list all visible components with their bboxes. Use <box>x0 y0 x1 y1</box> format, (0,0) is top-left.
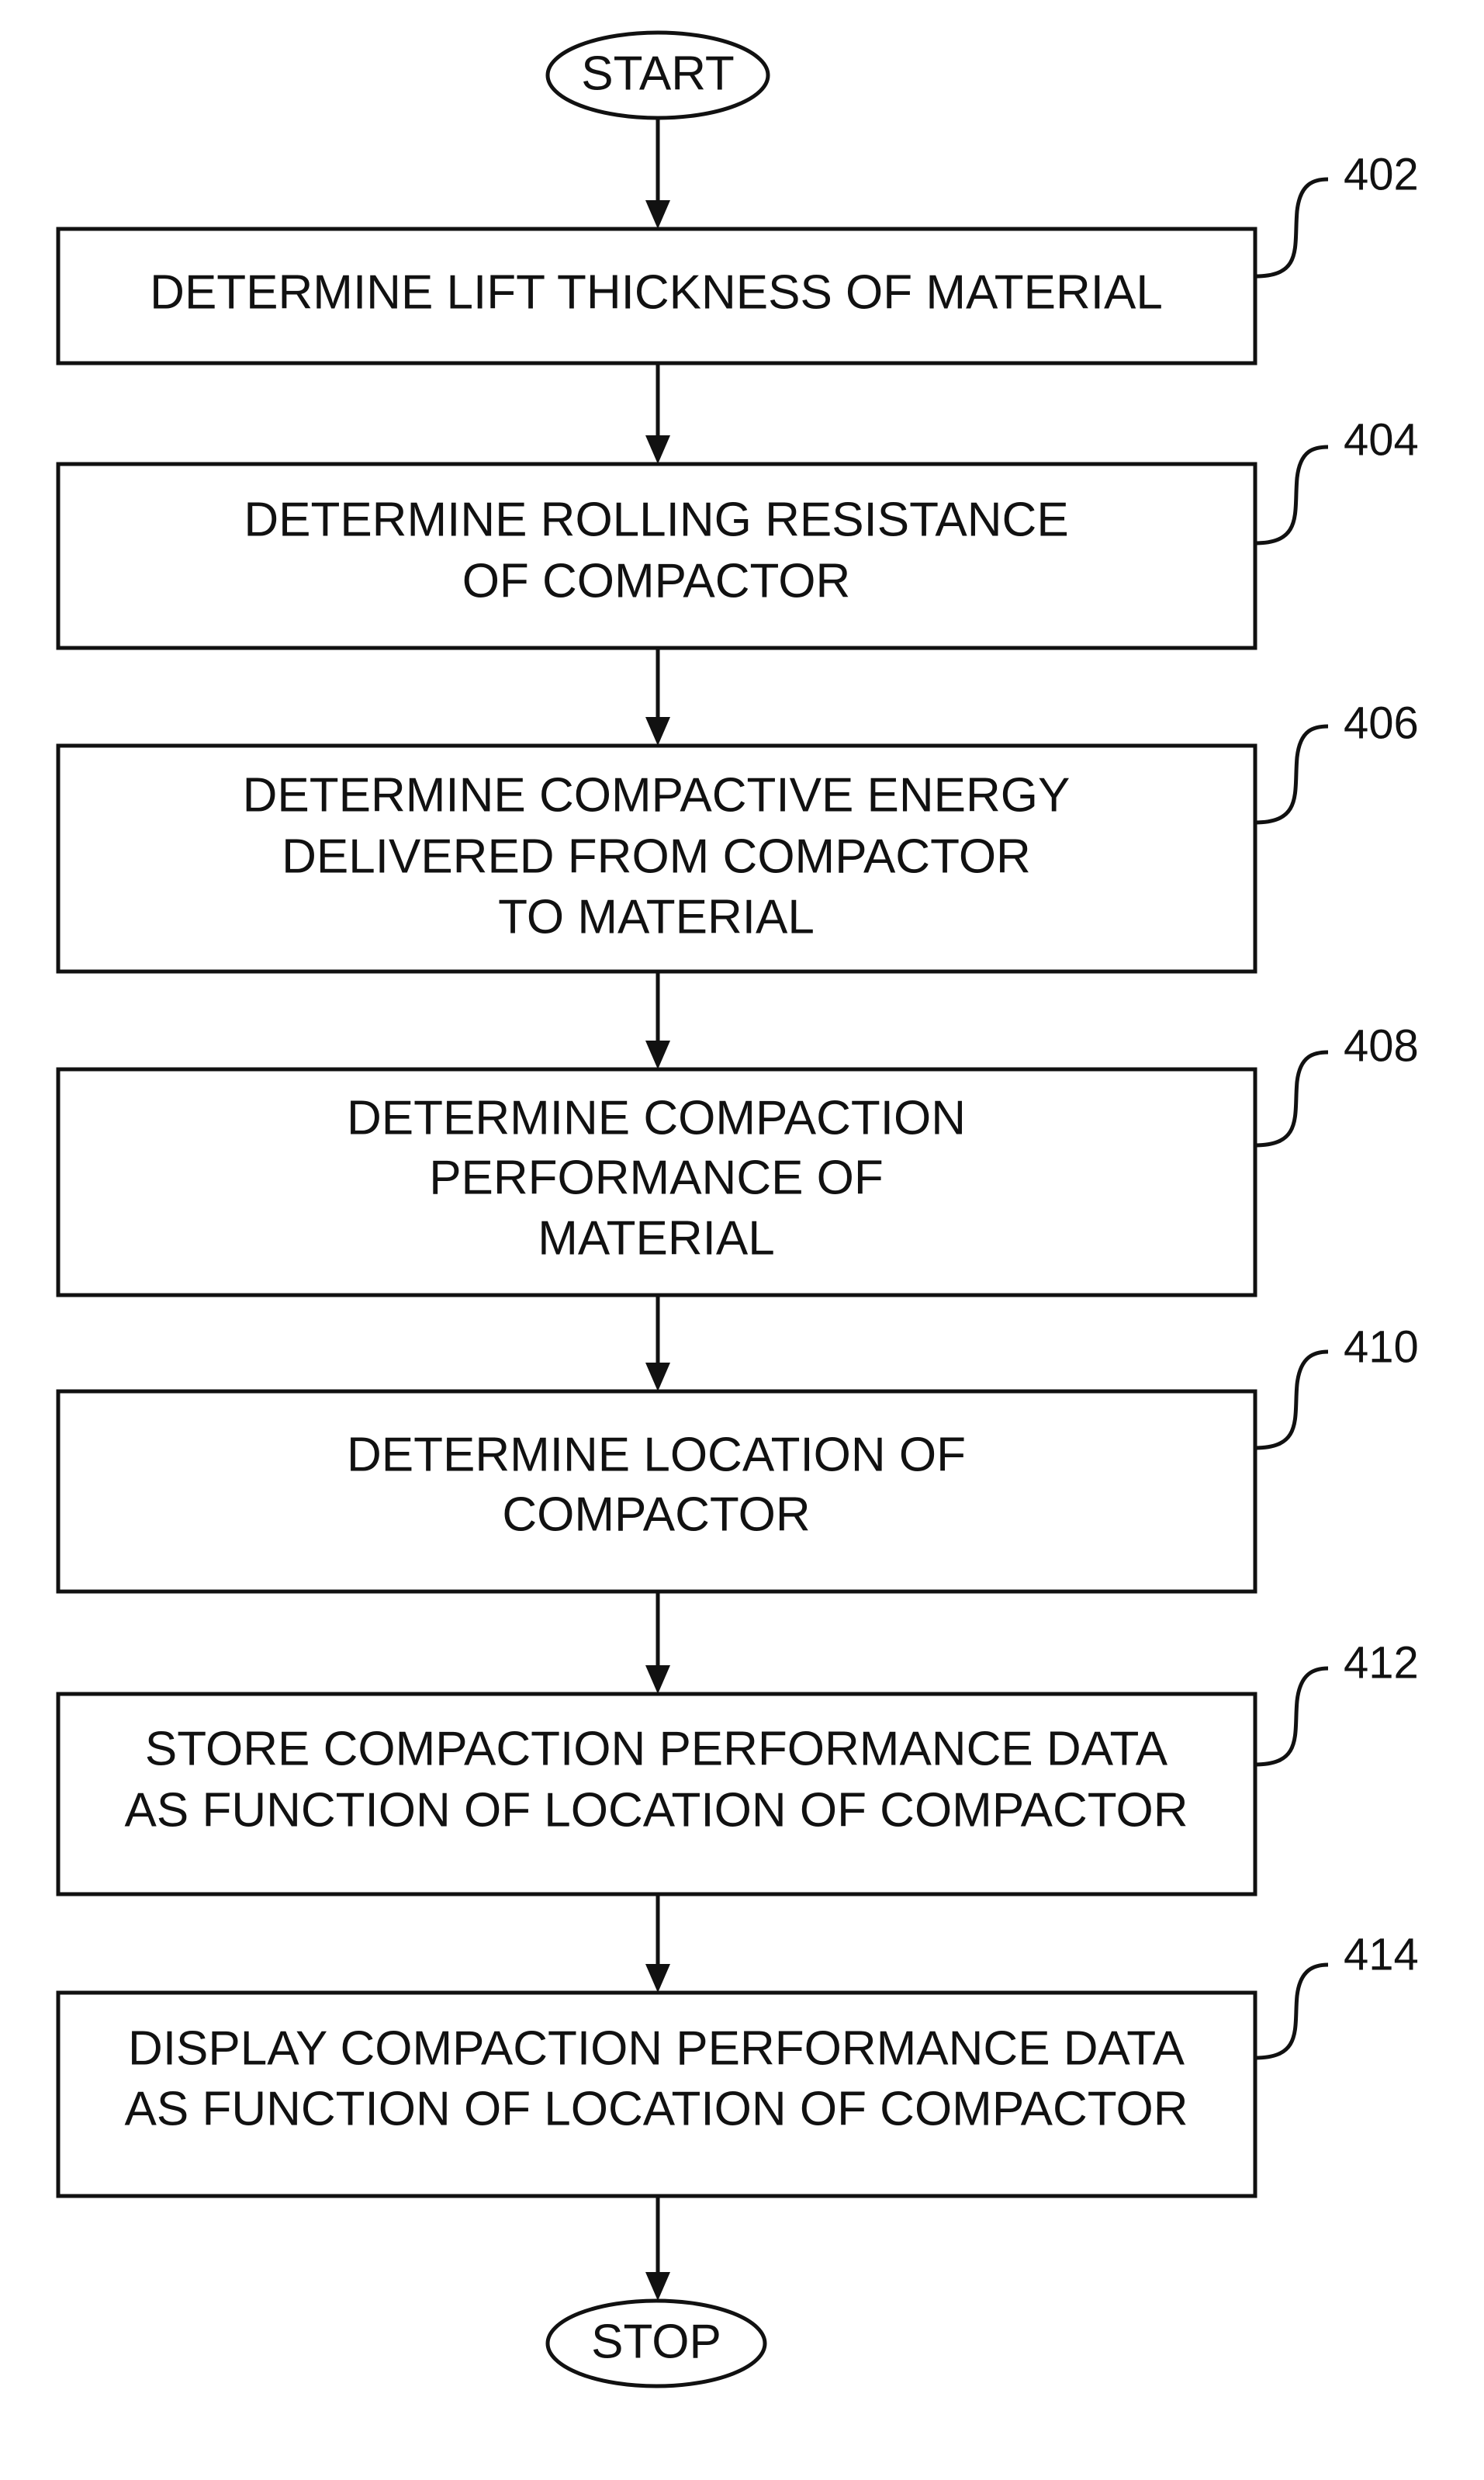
reference-leader <box>1255 1668 1328 1765</box>
connector-404-406 <box>645 648 670 746</box>
connector-412-414 <box>645 1894 670 1993</box>
step-label-line: DISPLAY COMPACTION PERFORMANCE DATA <box>128 2021 1185 2075</box>
step-label-line: OF COMPACTOR <box>462 554 851 608</box>
step-label-line: DETERMINE LOCATION OF <box>347 1428 966 1481</box>
step-label-line: DETERMINE COMPACTIVE ENERGY <box>243 768 1071 822</box>
reference-leader <box>1255 1965 1328 2058</box>
step-412: STORE COMPACTION PERFORMANCE DATA AS FUN… <box>58 1637 1419 1894</box>
step-402: DETERMINE LIFT THICKNESS OF MATERIAL 402 <box>58 149 1419 363</box>
reference-leader <box>1255 1052 1328 1145</box>
reference-leader <box>1255 179 1328 276</box>
connector-410-412 <box>645 1592 670 1694</box>
reference-numeral: 406 <box>1344 698 1419 748</box>
step-label-line: MATERIAL <box>538 1211 774 1265</box>
connector-start-402 <box>645 118 670 229</box>
step-label-line: DETERMINE ROLLING RESISTANCE <box>244 493 1068 546</box>
step-label-line: COMPACTOR <box>502 1488 810 1541</box>
reference-numeral: 412 <box>1344 1637 1419 1688</box>
reference-numeral: 402 <box>1344 149 1419 199</box>
reference-numeral: 410 <box>1344 1321 1419 1372</box>
step-410: DETERMINE LOCATION OF COMPACTOR 410 <box>58 1321 1419 1592</box>
stop-terminal: STOP <box>548 2301 765 2386</box>
connector-402-404 <box>645 363 670 464</box>
reference-numeral: 414 <box>1344 1929 1419 1979</box>
step-label-line: DETERMINE LIFT THICKNESS OF MATERIAL <box>150 265 1163 319</box>
step-label-line: PERFORMANCE OF <box>429 1151 884 1204</box>
reference-leader <box>1255 726 1328 823</box>
connector-406-408 <box>645 972 670 1069</box>
step-414: DISPLAY COMPACTION PERFORMANCE DATA AS F… <box>58 1929 1419 2196</box>
start-terminal: START <box>548 33 768 118</box>
step-404: DETERMINE ROLLING RESISTANCE OF COMPACTO… <box>58 414 1419 648</box>
step-label-line: DELIVERED FROM COMPACTOR <box>282 830 1031 883</box>
step-label-line: TO MATERIAL <box>498 890 815 944</box>
connector-414-stop <box>645 2196 670 2301</box>
reference-numeral: 404 <box>1344 414 1419 465</box>
step-406: DETERMINE COMPACTIVE ENERGY DELIVERED FR… <box>58 698 1419 972</box>
stop-label: STOP <box>591 2315 721 2368</box>
connector-408-410 <box>645 1295 670 1391</box>
reference-numeral: 408 <box>1344 1020 1419 1071</box>
reference-leader <box>1255 1352 1328 1448</box>
step-408: DETERMINE COMPACTION PERFORMANCE OF MATE… <box>58 1020 1419 1295</box>
start-label: START <box>581 47 735 100</box>
reference-leader <box>1255 447 1328 543</box>
step-label-line: AS FUNCTION OF LOCATION OF COMPACTOR <box>125 2082 1188 2135</box>
step-label-line: STORE COMPACTION PERFORMANCE DATA <box>145 1722 1168 1775</box>
step-label-line: DETERMINE COMPACTION <box>347 1091 966 1145</box>
step-label-line: AS FUNCTION OF LOCATION OF COMPACTOR <box>125 1783 1188 1837</box>
